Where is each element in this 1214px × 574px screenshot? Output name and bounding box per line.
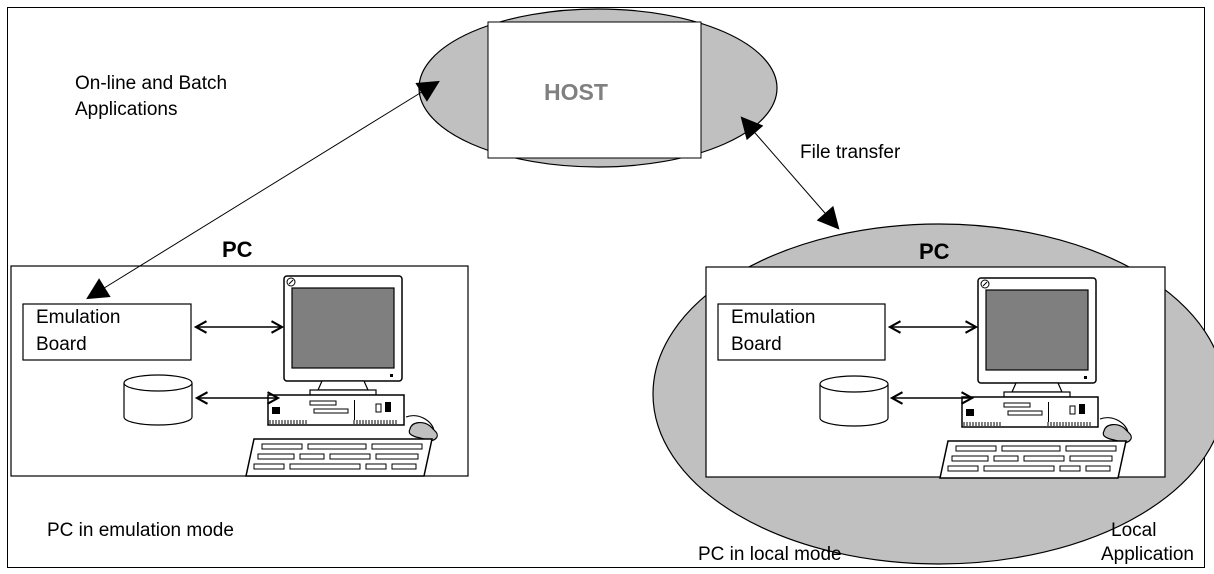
emulation-mode-caption: PC in emulation mode bbox=[47, 520, 234, 541]
online-batch-label-line2: Applications bbox=[75, 99, 178, 120]
diagram-frame bbox=[7, 7, 1205, 568]
emulation-board-right-line2: Board bbox=[731, 334, 782, 355]
local-application-line1: Local bbox=[1111, 520, 1157, 541]
local-application-line2: Application bbox=[1101, 544, 1194, 565]
online-batch-label-line1: On-line and Batch bbox=[75, 73, 228, 94]
emulation-board-right-line1: Emulation bbox=[731, 307, 816, 328]
emulation-board-right bbox=[717, 303, 886, 361]
local-mode-caption: PC in local mode bbox=[698, 544, 842, 565]
pc-left-label: PC bbox=[222, 237, 253, 262]
file-transfer-arrow bbox=[740, 116, 840, 230]
online-link-arrow bbox=[86, 80, 440, 300]
emulation-board-left-line2: Board bbox=[36, 334, 87, 355]
disk-icon-left bbox=[123, 374, 193, 426]
host-box bbox=[487, 21, 702, 159]
emulation-board-left-line1: Emulation bbox=[36, 307, 121, 328]
disk-icon-right bbox=[819, 375, 889, 427]
emulation-board-left bbox=[22, 303, 192, 361]
pc-right-label: PC bbox=[919, 239, 950, 264]
host-label: HOST bbox=[544, 79, 608, 105]
file-transfer-label: File transfer bbox=[800, 142, 901, 163]
